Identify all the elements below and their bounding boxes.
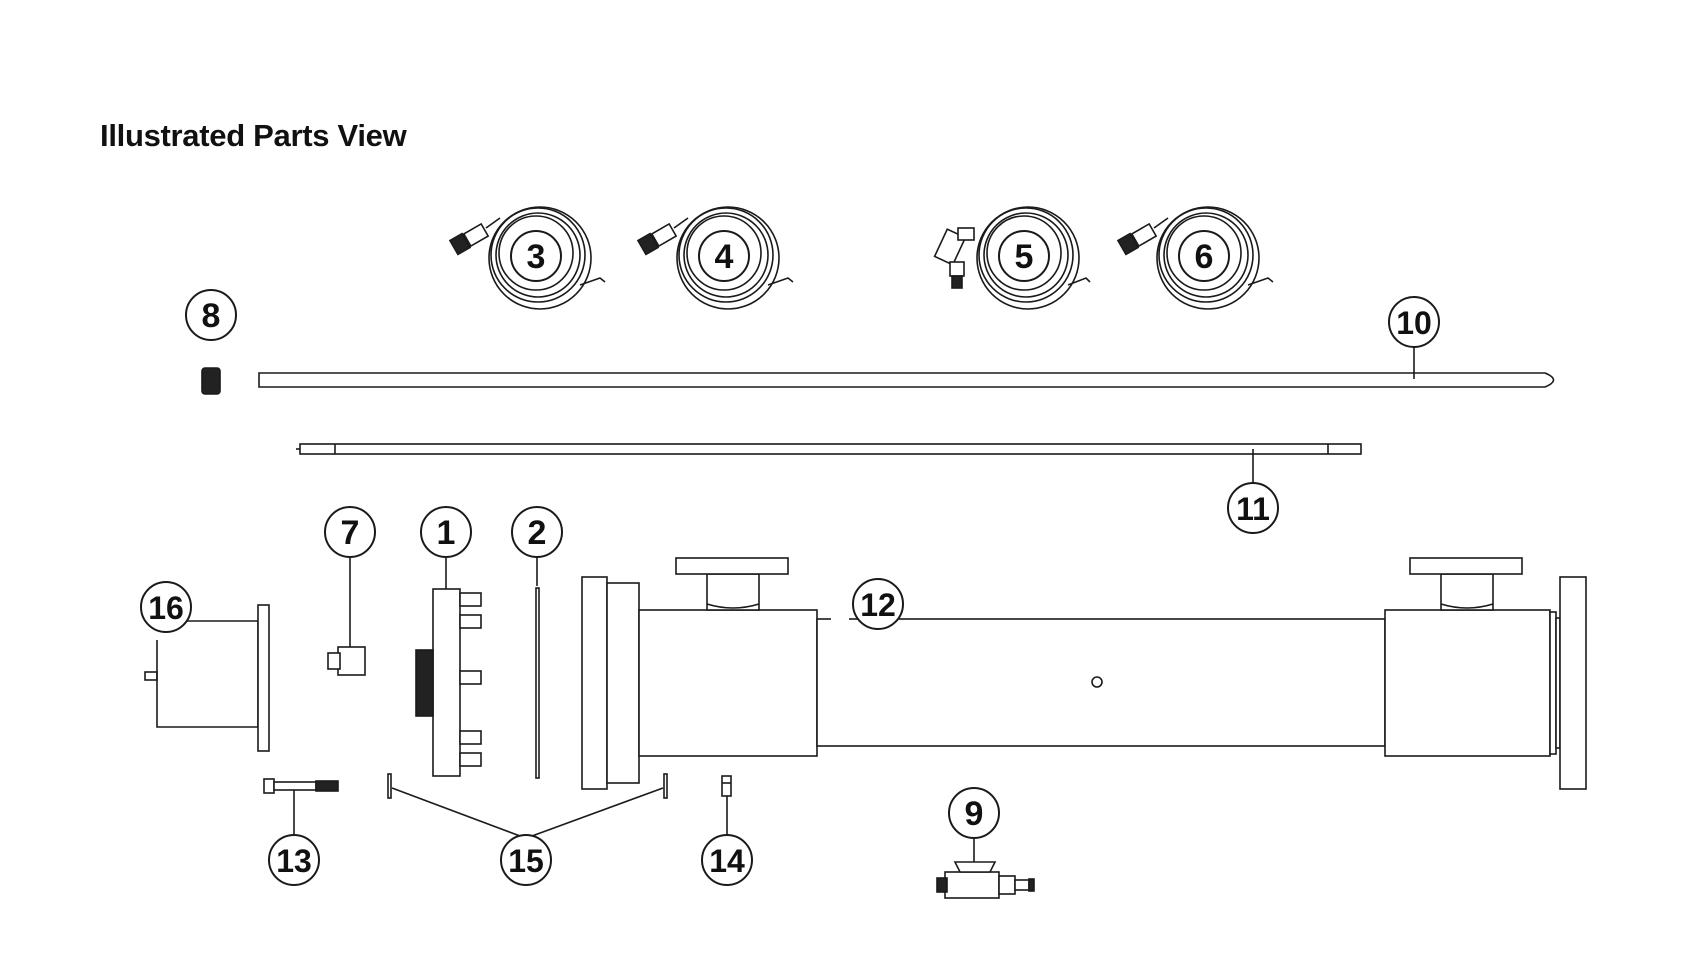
gasket-part-2 [535,556,540,779]
callout-1: 1 [420,506,472,558]
svg-text:13: 13 [276,843,312,879]
callout-11: 11 [1227,482,1279,534]
callout-14: 14 [701,834,753,886]
cable-coil-6 [1116,206,1274,310]
valve-part-9 [936,838,1035,899]
svg-text:12: 12 [860,587,896,623]
svg-text:2: 2 [528,514,547,552]
callout-4: 4 [698,230,750,282]
callout-8: 8 [185,289,237,341]
bolt-part-13 [263,778,339,836]
svg-text:5: 5 [1015,238,1034,276]
svg-text:10: 10 [1396,305,1432,341]
callout-7: 7 [324,506,376,558]
svg-text:8: 8 [202,297,221,335]
o-ring-part-15 [387,773,668,837]
end-cap-part-16 [144,604,270,752]
callout-5: 5 [998,230,1050,282]
callout-9: 9 [948,787,1000,839]
callout-12: 12 [852,578,904,630]
svg-text:6: 6 [1195,238,1214,276]
callout-3: 3 [510,230,562,282]
fitting-part-7 [327,556,366,676]
callout-10: 10 [1388,296,1440,348]
svg-text:3: 3 [527,238,546,276]
tube-part-10 [258,346,1555,388]
flange-plate-part-1 [415,556,482,777]
callout-15: 15 [500,834,552,886]
callout-16: 16 [140,581,192,633]
plug-part-8 [201,367,221,395]
svg-text:7: 7 [341,514,360,552]
cable-coil-4 [636,206,794,310]
callout-6: 6 [1178,230,1230,282]
cable-coil-5 [933,206,1091,310]
svg-text:1: 1 [437,514,456,552]
screw-part-14 [721,775,732,836]
svg-text:15: 15 [508,843,544,879]
svg-text:4: 4 [715,238,734,276]
page-title: Illustrated Parts View [100,118,407,153]
svg-text:14: 14 [709,843,745,879]
svg-text:16: 16 [148,590,184,626]
svg-text:11: 11 [1236,491,1270,527]
rod-part-11 [296,443,1362,485]
svg-text:9: 9 [965,795,984,833]
callout-13: 13 [268,834,320,886]
callout-2: 2 [511,506,563,558]
housing-part-12 [581,557,1587,790]
cable-coil-3 [448,206,606,310]
